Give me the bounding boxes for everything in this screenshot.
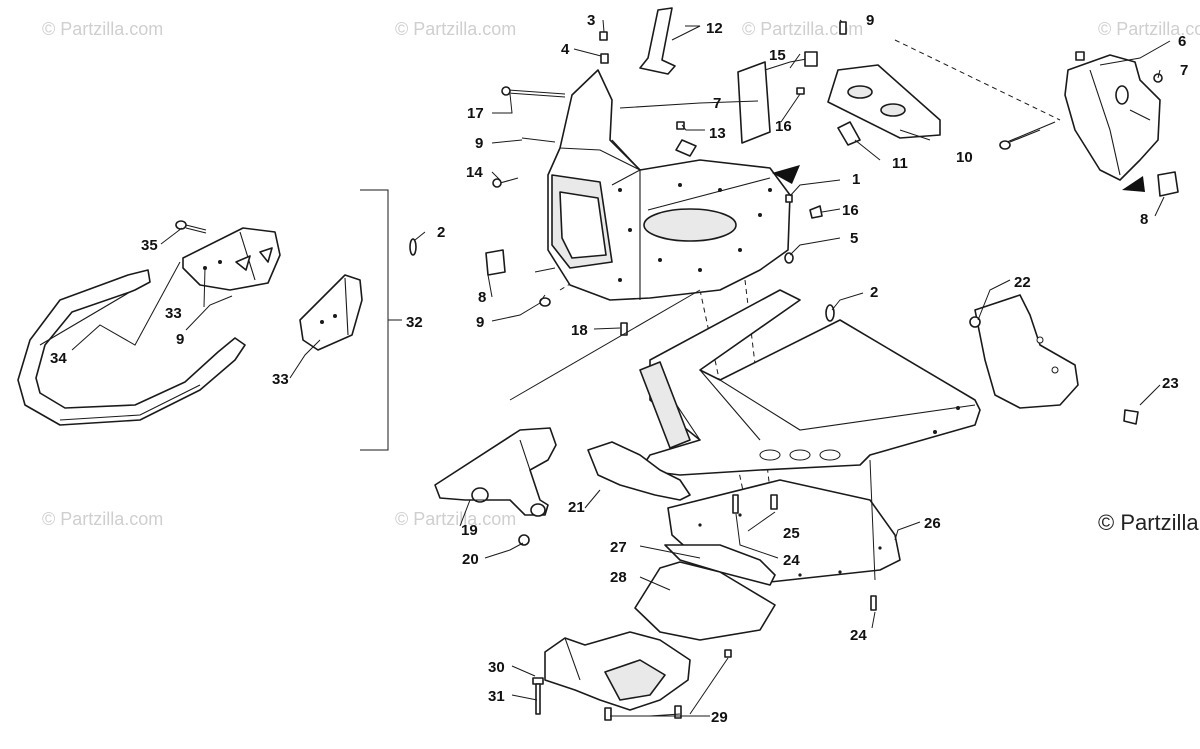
callout-18: 18 xyxy=(571,322,588,339)
callout-24: 24 xyxy=(850,627,867,644)
callout-22: 22 xyxy=(1014,274,1031,291)
callout-8: 8 xyxy=(478,289,486,306)
watermark-text: © Partzilla.com xyxy=(395,19,516,39)
bracket-32 xyxy=(360,189,389,451)
callout-14: 14 xyxy=(466,164,483,181)
clip-11 xyxy=(837,121,861,146)
callout-35: 35 xyxy=(141,237,158,254)
callout-26: 26 xyxy=(924,515,941,532)
callout-13: 13 xyxy=(709,125,726,142)
leader-lines xyxy=(71,19,1171,717)
watermark-text: © Partzilla.com xyxy=(1098,19,1200,39)
callout-16: 16 xyxy=(775,118,792,135)
callout-33: 33 xyxy=(272,371,289,388)
watermark-text: © Partzilla.com xyxy=(395,509,516,529)
watermark-main: © Partzilla xyxy=(1098,510,1199,535)
bumper-bracket-lower xyxy=(299,274,363,351)
callout-31: 31 xyxy=(488,688,505,705)
shield-27 xyxy=(664,544,776,586)
rubber-bumper-8-right xyxy=(1157,171,1179,197)
direction-arrow xyxy=(1122,176,1145,192)
front-bulkhead xyxy=(547,69,791,301)
callout-labels: 1 2 2 3 4 5 6 7 7 8 8 9 9 9 9 10 11 12 1… xyxy=(50,12,1188,726)
callout-6: 6 xyxy=(1178,33,1186,50)
callout-27: 27 xyxy=(610,539,627,556)
callout-9: 9 xyxy=(475,135,483,152)
harness-15 xyxy=(737,51,818,144)
callout-2: 2 xyxy=(870,284,878,301)
callout-9: 9 xyxy=(866,12,874,29)
callout-17: 17 xyxy=(467,105,484,122)
fasteners xyxy=(409,21,1163,721)
bumper-bracket-upper xyxy=(182,227,281,291)
callout-19: 19 xyxy=(461,522,478,539)
rubber-bumper-8-left xyxy=(485,249,506,276)
callout-4: 4 xyxy=(561,41,570,58)
callout-16: 16 xyxy=(842,202,859,219)
callout-15: 15 xyxy=(769,47,786,64)
callout-20: 20 xyxy=(462,551,479,568)
callout-28: 28 xyxy=(610,569,627,586)
watermark-text: © Partzilla.com xyxy=(742,19,863,39)
callout-30: 30 xyxy=(488,659,505,676)
spindle-mount-21 xyxy=(587,441,691,501)
callout-9: 9 xyxy=(176,331,184,348)
front-bumper xyxy=(17,269,246,426)
direction-arrow xyxy=(772,165,800,184)
callout-1: 1 xyxy=(852,171,860,188)
bracket-12 xyxy=(639,7,676,75)
callout-33: 33 xyxy=(165,305,182,322)
callout-9: 9 xyxy=(476,314,484,331)
callout-12: 12 xyxy=(706,20,723,37)
bracket-assembly-6 xyxy=(999,54,1161,181)
watermark-text: © Partzilla.com xyxy=(42,509,163,529)
callout-32: 32 xyxy=(406,314,423,331)
callout-8: 8 xyxy=(1140,211,1148,228)
callout-7: 7 xyxy=(1180,62,1188,79)
bolt-35 xyxy=(175,220,207,234)
watermark-text: © Partzilla.com xyxy=(42,19,163,39)
plate-10 xyxy=(827,64,941,139)
callout-21: 21 xyxy=(568,499,585,516)
callout-3: 3 xyxy=(587,12,595,29)
plate-28 xyxy=(634,561,776,641)
callout-7: 7 xyxy=(713,95,721,112)
callout-23: 23 xyxy=(1162,375,1179,392)
front-chassis-frame xyxy=(639,289,981,476)
bracket-22 xyxy=(974,294,1079,409)
callout-2: 2 xyxy=(437,224,445,241)
mount-bracket-19 xyxy=(434,427,557,517)
callout-11: 11 xyxy=(892,155,908,172)
callout-29: 29 xyxy=(711,709,728,726)
callout-24: 24 xyxy=(783,552,800,569)
callout-5: 5 xyxy=(850,230,858,247)
callout-34: 34 xyxy=(50,350,67,367)
callout-10: 10 xyxy=(956,149,973,166)
callout-25: 25 xyxy=(783,525,800,542)
lower-shield-29 xyxy=(544,631,691,711)
